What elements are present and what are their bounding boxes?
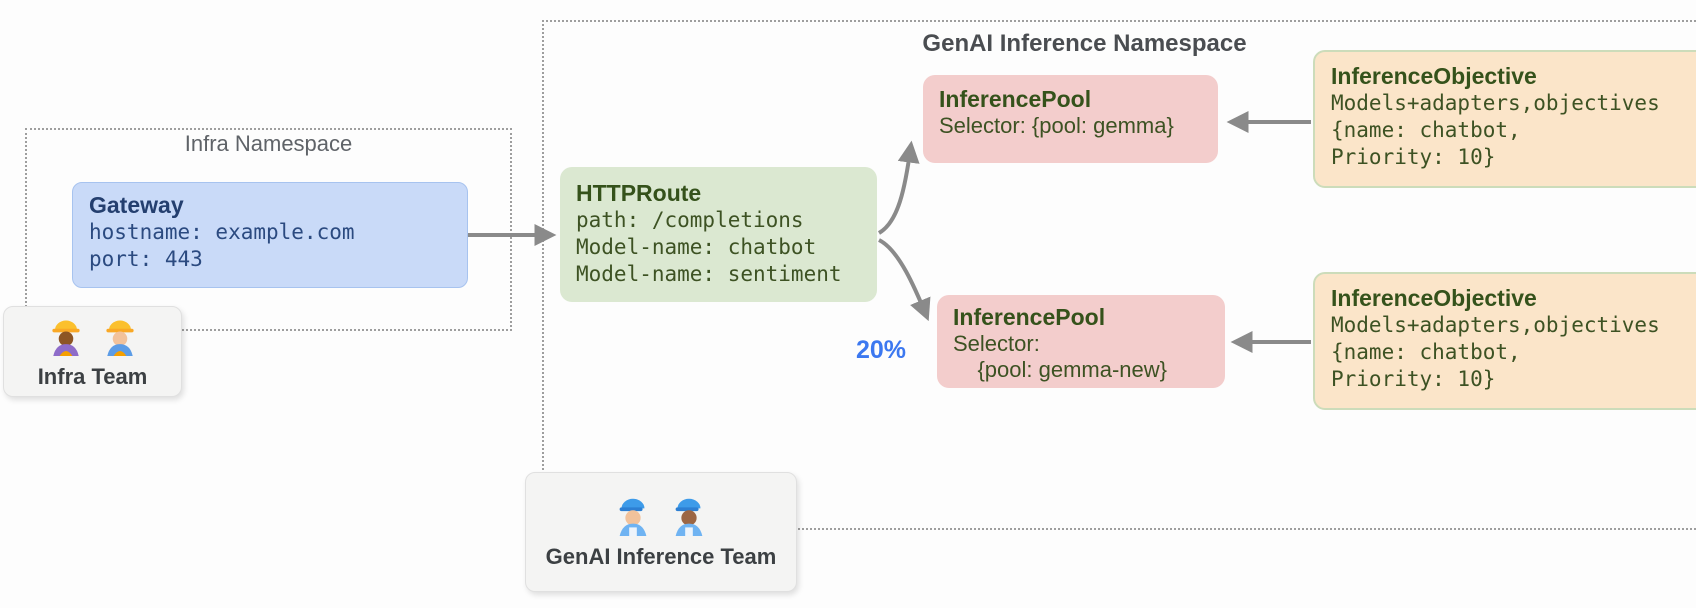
httproute-model-sentiment: Model-name: sentiment [576, 262, 842, 286]
genai-team-badge: GenAI Inference Team [525, 472, 797, 592]
inference-pool-bottom-title: InferencePool [953, 304, 1106, 330]
inference-objective-top-title: InferenceObjective [1331, 63, 1537, 89]
inference-objective-bottom-name: {name: chatbot, [1331, 340, 1521, 364]
inference-objective-top-name: {name: chatbot, [1331, 118, 1521, 142]
gateway-port: port: 443 [89, 247, 203, 271]
gateway-hostname: hostname: example.com [89, 220, 355, 244]
inference-objective-bottom-node: InferenceObjective Models+adapters,objec… [1313, 272, 1696, 410]
infra-namespace-boundary [25, 128, 512, 331]
inference-objective-top-node: InferenceObjective Models+adapters,objec… [1313, 50, 1696, 188]
inference-objective-bottom-priority: Priority: 10} [1331, 367, 1496, 391]
inference-pool-bottom-node: InferencePool Selector: {pool: gemma-new… [937, 295, 1225, 388]
mechanic-light-icon [612, 494, 654, 541]
infra-team-badge: Infra Team [3, 306, 182, 397]
infra-team-label: Infra Team [37, 363, 148, 389]
genai-namespace-label: GenAI Inference Namespace [922, 30, 1247, 57]
gateway-title: Gateway [89, 192, 184, 218]
infra-namespace-label: Infra Namespace [184, 131, 353, 156]
httproute-model-chatbot: Model-name: chatbot [576, 235, 817, 259]
inference-pool-bottom-selector-value: {pool: gemma-new} [953, 357, 1168, 382]
inference-pool-top-selector: Selector: {pool: gemma} [939, 113, 1174, 138]
httproute-path: path: /completions [576, 208, 804, 232]
inference-objective-top-priority: Priority: 10} [1331, 145, 1496, 169]
httproute-title: HTTPRoute [576, 180, 702, 206]
inference-pool-bottom-selector: Selector: [953, 331, 1040, 356]
inference-objective-bottom-models: Models+adapters,objectives [1331, 313, 1660, 337]
genai-team-figures [612, 494, 710, 541]
construction-worker-woman-icon [46, 316, 86, 361]
inference-pool-top-title: InferencePool [939, 86, 1092, 112]
gateway-node: Gateway hostname: example.com port: 443 [72, 182, 468, 288]
mechanic-dark-icon [668, 494, 710, 541]
genai-namespace-boundary [542, 20, 1696, 530]
construction-worker-man-icon [100, 316, 140, 361]
genai-team-label: GenAI Inference Team [545, 544, 777, 569]
inference-objective-top-models: Models+adapters,objectives [1331, 91, 1660, 115]
inference-pool-top-node: InferencePool Selector: {pool: gemma} [923, 75, 1218, 163]
infra-team-figures [46, 316, 140, 361]
traffic-split-label: 20% [856, 336, 907, 364]
httproute-node: HTTPRoute path: /completions Model-name:… [560, 167, 877, 302]
inference-objective-bottom-title: InferenceObjective [1331, 285, 1537, 311]
